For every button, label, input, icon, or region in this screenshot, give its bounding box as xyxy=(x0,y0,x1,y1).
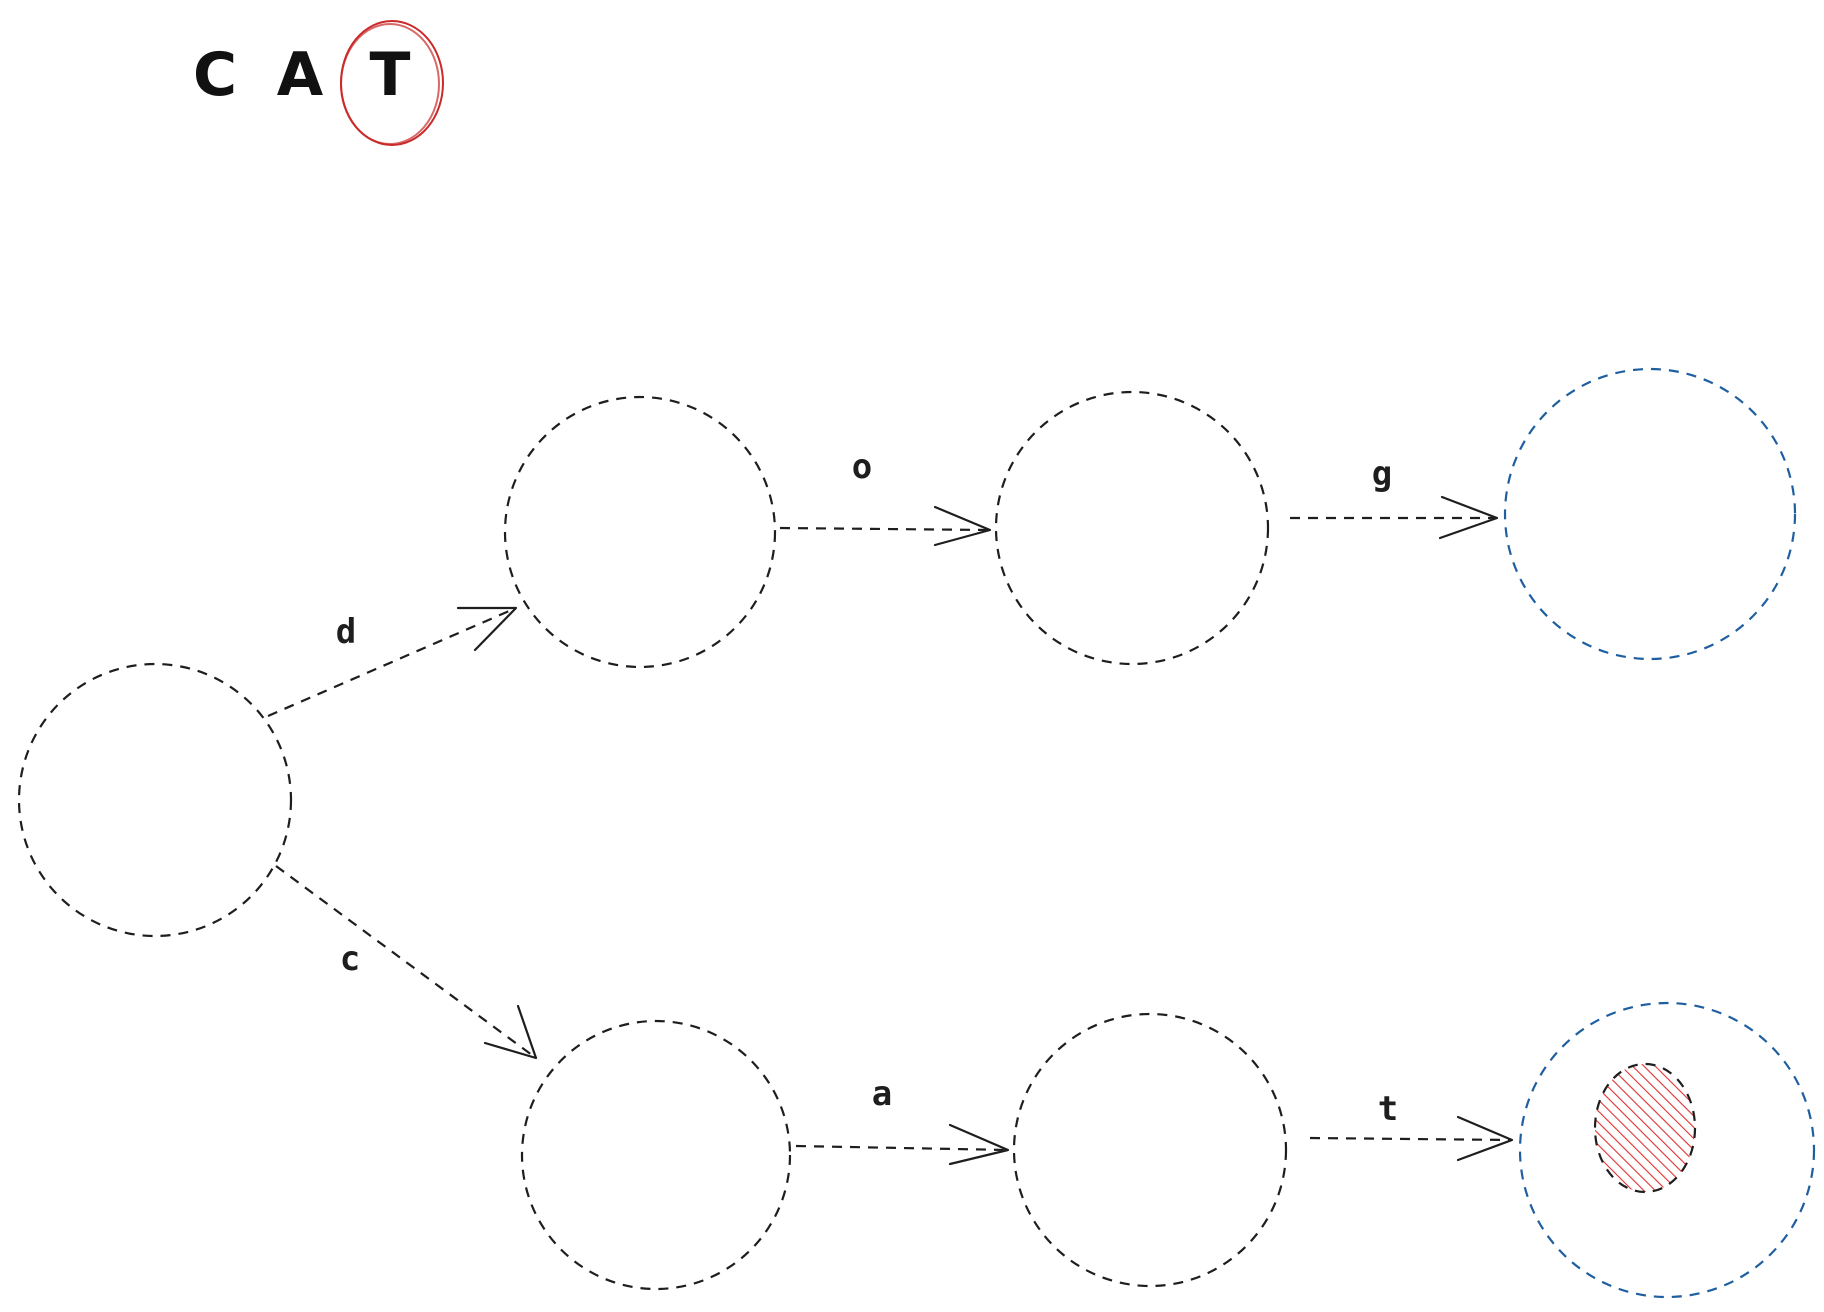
edge-do-dog xyxy=(1290,495,1499,540)
edge-label-d: d xyxy=(336,612,356,652)
node-do xyxy=(994,390,1270,666)
node-dog-final xyxy=(1503,367,1797,661)
edge-d-do xyxy=(779,505,992,547)
title-letter-a: A xyxy=(277,40,324,110)
current-state-marker xyxy=(1593,1062,1697,1194)
edge-label-o: o xyxy=(852,447,872,487)
node-root xyxy=(17,662,293,938)
node-ca xyxy=(1012,1012,1288,1288)
edge-ca-cat xyxy=(1309,1115,1514,1162)
node-cat-final xyxy=(1518,1001,1816,1299)
node-d xyxy=(503,395,777,669)
node-c xyxy=(520,1019,792,1291)
edge-label-c: c xyxy=(340,939,360,979)
title-letter-c: C xyxy=(193,40,237,110)
title-word: C A T xyxy=(193,20,444,146)
edge-root-d xyxy=(267,606,518,718)
title-highlight-circle-stroke2 xyxy=(340,23,440,145)
edge-label-g: g xyxy=(1372,454,1392,494)
title-letter-t: T xyxy=(370,40,411,110)
edge-root-c xyxy=(275,865,538,1060)
edge-label-a: a xyxy=(872,1074,892,1114)
edge-label-t: t xyxy=(1378,1089,1398,1129)
edge-c-ca xyxy=(795,1123,1010,1166)
